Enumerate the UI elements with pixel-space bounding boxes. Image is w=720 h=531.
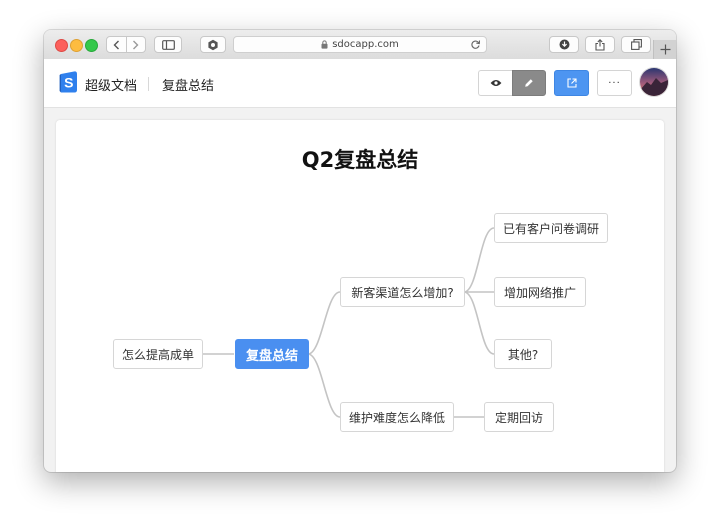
back-button[interactable] bbox=[107, 37, 127, 52]
document-title[interactable]: 复盘总结 bbox=[162, 79, 215, 94]
header-divider bbox=[148, 77, 149, 91]
edit-button[interactable] bbox=[512, 70, 546, 96]
lock-icon bbox=[321, 40, 328, 49]
connector-child-1 bbox=[463, 227, 495, 293]
close-window-button[interactable] bbox=[55, 39, 68, 52]
browser-toolbar: sdocapp.com bbox=[44, 30, 676, 60]
sidebar-icon bbox=[161, 39, 175, 50]
mindmap-node-child-4[interactable]: 定期回访 bbox=[484, 402, 554, 432]
mindmap-node-child-3[interactable]: 其他? bbox=[494, 339, 552, 369]
tabs-overview-icon bbox=[630, 39, 642, 50]
hexagon-shield-icon bbox=[208, 39, 218, 50]
mindmap-node-branch-1[interactable]: 新客渠道怎么增加? bbox=[340, 277, 465, 307]
new-tab-button[interactable] bbox=[653, 40, 676, 59]
external-share-icon bbox=[566, 78, 577, 88]
connector-child-3 bbox=[463, 291, 495, 355]
app-header: S 超级文档 复盘总结 ··· bbox=[44, 59, 676, 108]
mindmap-node-child-1[interactable]: 已有客户问卷调研 bbox=[494, 213, 608, 243]
connector-branch-2 bbox=[307, 353, 341, 418]
mindmap-title[interactable]: Q2复盘总结 bbox=[301, 148, 419, 172]
downloads-button[interactable] bbox=[549, 36, 579, 53]
sidebar-toggle-button[interactable] bbox=[154, 36, 182, 53]
brand-name[interactable]: 超级文档 bbox=[85, 79, 138, 94]
more-options-button[interactable]: ··· bbox=[597, 70, 632, 96]
address-bar[interactable]: sdocapp.com bbox=[233, 36, 487, 53]
mindmap-node-left-branch[interactable]: 怎么提高成单 bbox=[113, 339, 203, 369]
mindmap-root-node[interactable]: 复盘总结 bbox=[235, 339, 309, 369]
mindmap-node-branch-2[interactable]: 维护难度怎么降低 bbox=[340, 402, 454, 432]
user-avatar[interactable] bbox=[640, 68, 668, 96]
extension-button[interactable] bbox=[200, 36, 226, 53]
share-page-button[interactable] bbox=[585, 36, 615, 53]
avatar-image bbox=[640, 68, 668, 96]
navigation-buttons bbox=[106, 36, 146, 53]
forward-button[interactable] bbox=[127, 37, 146, 52]
reload-icon[interactable] bbox=[470, 39, 481, 50]
chevron-left-icon bbox=[113, 40, 119, 49]
browser-window: sdocapp.com S 超级文档 复盘总结 bbox=[44, 30, 676, 472]
connector-branch-1 bbox=[307, 291, 341, 355]
share-icon bbox=[595, 38, 605, 51]
chevron-right-icon bbox=[133, 40, 139, 49]
zoom-window-button[interactable] bbox=[85, 39, 98, 52]
plus-icon bbox=[660, 44, 670, 55]
app-logo-icon[interactable]: S bbox=[59, 71, 79, 93]
pencil-icon bbox=[525, 79, 533, 87]
minimize-window-button[interactable] bbox=[70, 39, 83, 52]
eye-icon bbox=[490, 80, 501, 86]
show-tabs-button[interactable] bbox=[621, 36, 651, 53]
share-button[interactable] bbox=[554, 70, 589, 96]
mindmap-connectors bbox=[202, 227, 495, 418]
document-canvas: Q2复盘总结 怎么提高成单 复盘总结 新客渠道怎么增加? 维护难度怎么降低 已有… bbox=[56, 120, 664, 472]
mindmap-node-child-2[interactable]: 增加网络推广 bbox=[494, 277, 586, 307]
url-text: sdocapp.com bbox=[332, 39, 399, 50]
logo-letter: S bbox=[64, 75, 73, 91]
preview-button[interactable] bbox=[478, 70, 512, 96]
download-icon bbox=[559, 39, 569, 50]
